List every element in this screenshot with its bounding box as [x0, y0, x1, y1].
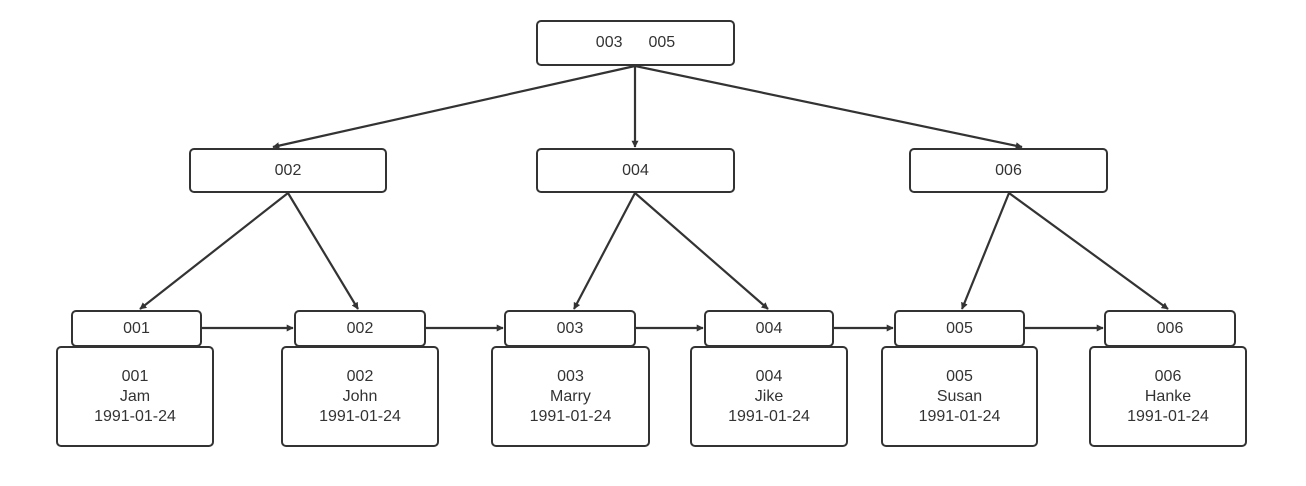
leaf-key-006: 006 [1104, 310, 1236, 347]
root-key: 003 [595, 34, 623, 51]
record-name: John [342, 387, 378, 405]
root-key: 005 [648, 34, 676, 51]
leaf-key-005: 005 [894, 310, 1025, 347]
leaf-key-label: 005 [946, 319, 973, 337]
leaf-key-label: 004 [755, 319, 783, 337]
internal-node-key: 004 [622, 161, 649, 179]
edge-002-to-leaf-001 [139, 192, 289, 310]
leaf-record-002: 002 John 1991-01-24 [281, 346, 439, 447]
internal-node-key: 002 [274, 161, 302, 179]
root-node: 003 005 [536, 20, 735, 66]
record-name: Marry [550, 387, 591, 405]
record-id: 002 [346, 367, 374, 385]
edge-002-to-leaf-002 [287, 192, 359, 310]
leaf-key-003: 003 [504, 310, 636, 347]
leaf-record-004: 004 Jike 1991-01-24 [690, 346, 848, 447]
leaf-key-label: 002 [346, 319, 374, 337]
internal-node-002: 002 [189, 148, 387, 193]
leaf-record-005: 005 Susan 1991-01-24 [881, 346, 1038, 447]
edge-root-to-002 [272, 64, 636, 150]
leaf-record-003: 003 Marry 1991-01-24 [491, 346, 650, 447]
internal-node-004: 004 [536, 148, 735, 193]
edge-root-to-006 [634, 64, 1023, 150]
leaf-key-004: 004 [704, 310, 834, 347]
record-id: 001 [121, 367, 149, 385]
record-id: 004 [755, 367, 783, 385]
record-name: Jam [119, 387, 151, 405]
edge-006-to-leaf-006 [1008, 192, 1169, 310]
leaf-record-006: 006 Hanke 1991-01-24 [1089, 346, 1247, 447]
record-id: 006 [1154, 367, 1182, 385]
leaf-record-001: 001 Jam 1991-01-24 [56, 346, 214, 447]
edge-004-to-leaf-004 [634, 192, 769, 310]
leaf-key-001: 001 [71, 310, 202, 347]
leaf-key-label: 001 [123, 319, 150, 337]
internal-node-key: 006 [995, 161, 1022, 179]
record-name: Jike [754, 387, 784, 405]
record-name: Hanke [1144, 387, 1192, 405]
leaf-key-label: 003 [556, 319, 584, 337]
record-date: 1991-01-24 [529, 407, 612, 425]
leaf-key-002: 002 [294, 310, 426, 347]
record-date: 1991-01-24 [94, 407, 176, 425]
internal-node-006: 006 [909, 148, 1108, 193]
leaf-key-label: 006 [1156, 319, 1184, 337]
record-id: 003 [557, 367, 584, 385]
record-date: 1991-01-24 [1127, 407, 1209, 425]
edge-006-to-leaf-005 [960, 192, 1011, 310]
record-name: Susan [936, 387, 983, 405]
record-date: 1991-01-24 [319, 407, 401, 425]
record-date: 1991-01-24 [728, 407, 810, 425]
edge-004-to-leaf-003 [573, 192, 636, 310]
record-date: 1991-01-24 [918, 407, 1001, 425]
record-id: 005 [946, 367, 973, 385]
